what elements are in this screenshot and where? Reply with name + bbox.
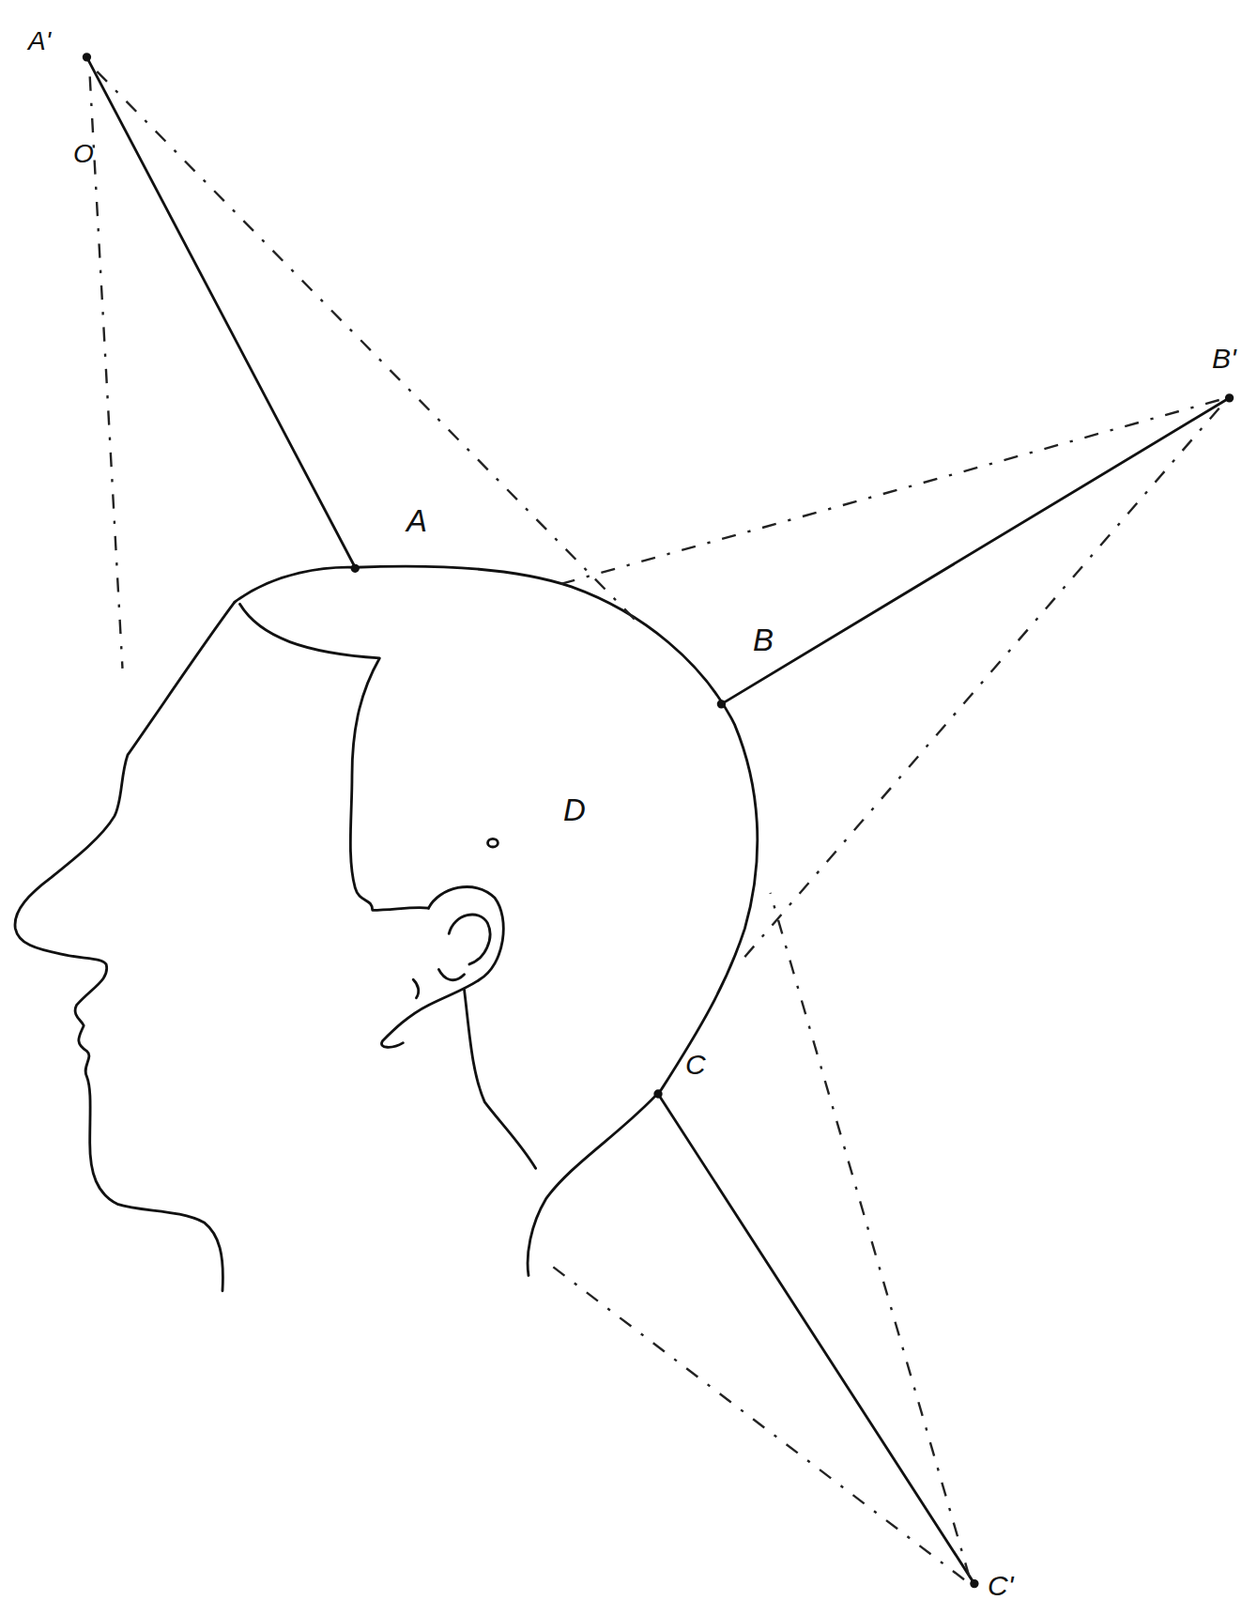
ear-lobe [438, 968, 464, 980]
dashed-c-tangent-bottom [551, 1265, 965, 1580]
dashed-b-tangent-top [551, 399, 1220, 587]
point-label: C' [987, 1571, 1013, 1600]
point-c-dot [655, 1090, 662, 1098]
point-b2-dot [1226, 395, 1233, 402]
point-label: A [406, 505, 428, 537]
point-label: C [685, 1050, 706, 1079]
ear [382, 886, 505, 1047]
point-a2-dot [83, 54, 91, 62]
neck-line [464, 989, 537, 1168]
point-a-dot [352, 565, 359, 572]
dashed-vertical [90, 76, 123, 669]
point-c2-dot [971, 1579, 979, 1587]
dashed-c-tangent-top [770, 892, 970, 1577]
dashed-b-tangent-bottom [742, 408, 1220, 960]
point-b-dot [718, 701, 725, 708]
ear-inner [448, 914, 491, 965]
ear-mark [413, 979, 419, 998]
face-profile [15, 601, 235, 1291]
head-outline [234, 566, 758, 1275]
point-label: D [563, 794, 586, 826]
dashed-a-tangent [96, 71, 638, 623]
point-d-marker [488, 838, 499, 847]
hairline [239, 603, 429, 910]
point-label: A' [28, 28, 51, 55]
ray-b [720, 398, 1229, 705]
point-label: O [73, 140, 94, 168]
point-label: B' [1211, 344, 1237, 373]
ray-c [658, 1093, 975, 1584]
ray-a [86, 57, 355, 568]
point-label: B [752, 624, 774, 656]
